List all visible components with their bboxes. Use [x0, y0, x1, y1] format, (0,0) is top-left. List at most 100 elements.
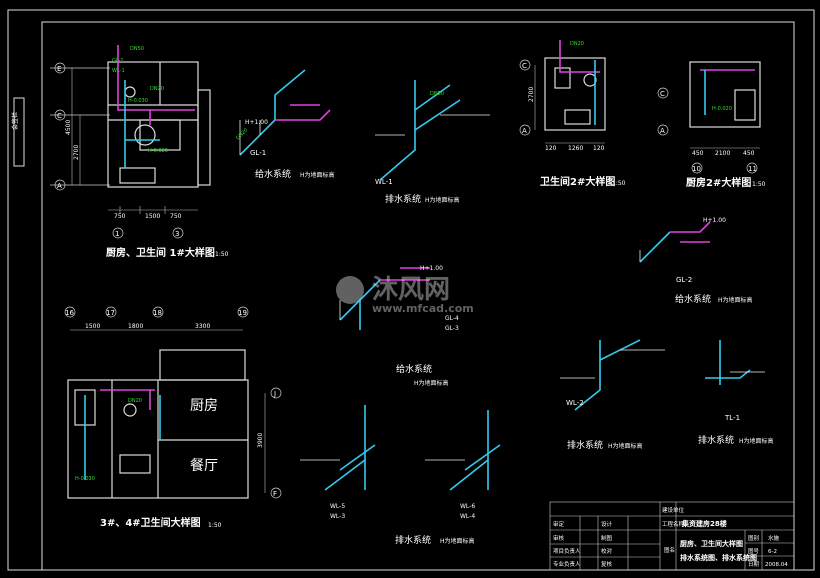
panel-bath-3-4-plan: 16 17 18 19 1500 1800 3300 厨房 餐厅 H-0.030… [64, 306, 282, 529]
panel-drainage-wl-1: DN50 WL-1 排水系统 H为地面标高 [375, 80, 490, 205]
bath2-tag-dn20: DN20 [570, 41, 584, 47]
panel-bathroom-2-plan: C A 2700 DN20 120 1260 120 卫生间2#大样图 1:50 [519, 40, 626, 188]
panel-1-scale: 1:50 [215, 251, 229, 258]
bath2-axis-c: C [522, 62, 527, 70]
axis-c-label: C [57, 112, 62, 120]
gl34-level-tag: H+1.00 [420, 265, 443, 272]
inner-frame [41, 21, 795, 571]
gl2-level-tag: H+1.00 [703, 217, 726, 224]
watermark-brand: 沐风网 [372, 275, 450, 305]
kit2-dim-450b: 450 [743, 150, 755, 157]
dim-1500: 1500 [145, 213, 160, 220]
axis-bubble-c [54, 109, 66, 121]
b34-tag-dn20: DN20 [128, 398, 142, 404]
axis-1-label: 1 [115, 230, 119, 238]
tb-meta-category-label: 图别 [748, 534, 759, 542]
watermark: 沐风网 www.mfcad.com [336, 275, 474, 315]
wl36-system-label: 排水系统 [395, 534, 431, 546]
b34-tag-h: H-0.030 [75, 476, 95, 482]
panel-drainage-wl-3-6: WL-5 WL-3 WL-6 WL-4 排水系统 H为地面标高 [300, 405, 501, 546]
tb-meta-number-label: 图号 [748, 547, 760, 555]
tb-role-proofread: 校对 [601, 547, 613, 555]
gl1-tag: GL-1 [250, 149, 266, 157]
wl3-tag: WL-3 [330, 513, 345, 520]
tag-gl-1: GL-1 [112, 58, 124, 64]
tb-drawing-label: 图名 [664, 546, 675, 554]
wl1-note: H为地面标高 [425, 196, 460, 204]
gl2-system-label: 给水系统 [675, 293, 711, 305]
wl36-note: H为地面标高 [440, 537, 475, 545]
tb-role-approve: 审定 [553, 520, 565, 528]
dim-750-a: 750 [114, 213, 126, 220]
tag-dn50: DN50 [130, 46, 144, 52]
svg-text:DN20: DN20 [235, 127, 249, 141]
gl34-note: H为地面标高 [414, 379, 449, 387]
dim-750-b: 750 [170, 213, 182, 220]
b34-axis-16: 16 [65, 309, 74, 317]
wl1-system-label: 排水系统 [385, 193, 421, 205]
tb-role-recheck: 复核 [601, 560, 613, 568]
panel-water-supply-gl-2: H+1.00 GL-2 给水系统 H为地面标高 [639, 217, 753, 305]
tb-drawing-name-1: 厨房、卫生间大样图 [680, 539, 743, 548]
wl6-tag: WL-6 [460, 503, 475, 510]
tb-meta-number-value: 6-2 [768, 549, 777, 555]
axis-3-label: 3 [175, 230, 179, 238]
gl3-tag: GL-3 [445, 325, 459, 332]
room-dining: 餐厅 [190, 458, 218, 474]
tb-project-label: 工程名称 [662, 520, 685, 528]
gl1-system-label: 给水系统 [255, 168, 291, 180]
kit2-axis-10: 10 [692, 165, 701, 173]
bath2-dim-1260: 1260 [568, 145, 583, 152]
kit2-tag: H-0.020 [712, 106, 732, 112]
wl2-note: H为地面标高 [608, 442, 643, 450]
kit2-axis-11: 11 [748, 165, 757, 173]
tb-meta-category-value: 水施 [768, 534, 780, 542]
wl1-tag: WL-1 [375, 178, 393, 186]
wl4-tag: WL-4 [460, 513, 475, 520]
tb-project-name: 集资建房28楼 [681, 519, 727, 528]
kit2-axis-a: A [660, 127, 665, 135]
bath2-title: 卫生间2#大样图 [540, 175, 615, 188]
b34-axis-19: 19 [238, 309, 247, 317]
watermark-logo-icon [336, 276, 364, 304]
wl2-system-label: 排水系统 [567, 439, 603, 451]
bath2-dim-2700: 2700 [528, 87, 535, 102]
bath2-scale: 1:50 [612, 180, 626, 187]
title-block: 建设单位 工程名称 集资建房28楼 图名 厨房、卫生间大样图 排水系统图、排水系… [549, 501, 795, 571]
axis-a-label: A [57, 182, 62, 190]
tag-wl-1: WL-1 [112, 68, 125, 74]
b34-axis-f: F [273, 490, 277, 498]
dim-4500: 4500 [65, 120, 72, 135]
b34-dim-1800: 1800 [128, 323, 143, 330]
panel-water-supply-gl-3-4: H+1.00 GL-4 GL-3 给水系统 H为地面标高 [339, 265, 459, 387]
tb-role-discipline-lead: 专业负责人 [553, 560, 581, 568]
tb-role-review: 审核 [553, 534, 565, 542]
b34-axis-17: 17 [106, 309, 115, 317]
wl2-tag: WL-2 [566, 399, 584, 407]
room-kitchen: 厨房 [190, 398, 218, 414]
gl2-tag: GL-2 [676, 276, 692, 284]
tb-role-design: 设计 [601, 520, 613, 528]
side-signature-box [13, 97, 25, 167]
panel-kitchen-bath-1-plan: E C A 4500 2700 GL-1 WL-1 DN20 DN50 H-0.… [50, 45, 229, 259]
gl34-system-label: 给水系统 [396, 363, 432, 375]
bath2-axis-a: A [522, 127, 527, 135]
axis-bubble-e [54, 62, 66, 74]
tb-role-draft: 制图 [601, 534, 613, 542]
axis-bubble-a [54, 179, 66, 191]
side-signature-label: 会签栏 [11, 112, 19, 130]
watermark-url: www.mfcad.com [372, 302, 474, 315]
kit2-title: 厨房2#大样图 [686, 176, 751, 189]
b34-dim-3300: 3300 [195, 323, 210, 330]
tag-h-0030: H-0.030 [128, 98, 148, 104]
axis-e-label: E [57, 65, 61, 73]
bath2-dim-120a: 120 [545, 145, 557, 152]
svg-text:DN50: DN50 [430, 91, 444, 97]
tag-dn20: DN20 [150, 86, 164, 92]
kit2-dim-2100: 2100 [715, 150, 730, 157]
tb-company-label: 建设单位 [662, 506, 685, 514]
kit2-axis-c: C [660, 90, 665, 98]
kit2-scale: 1:50 [752, 181, 766, 188]
gl1-note: H为地面标高 [300, 171, 335, 179]
